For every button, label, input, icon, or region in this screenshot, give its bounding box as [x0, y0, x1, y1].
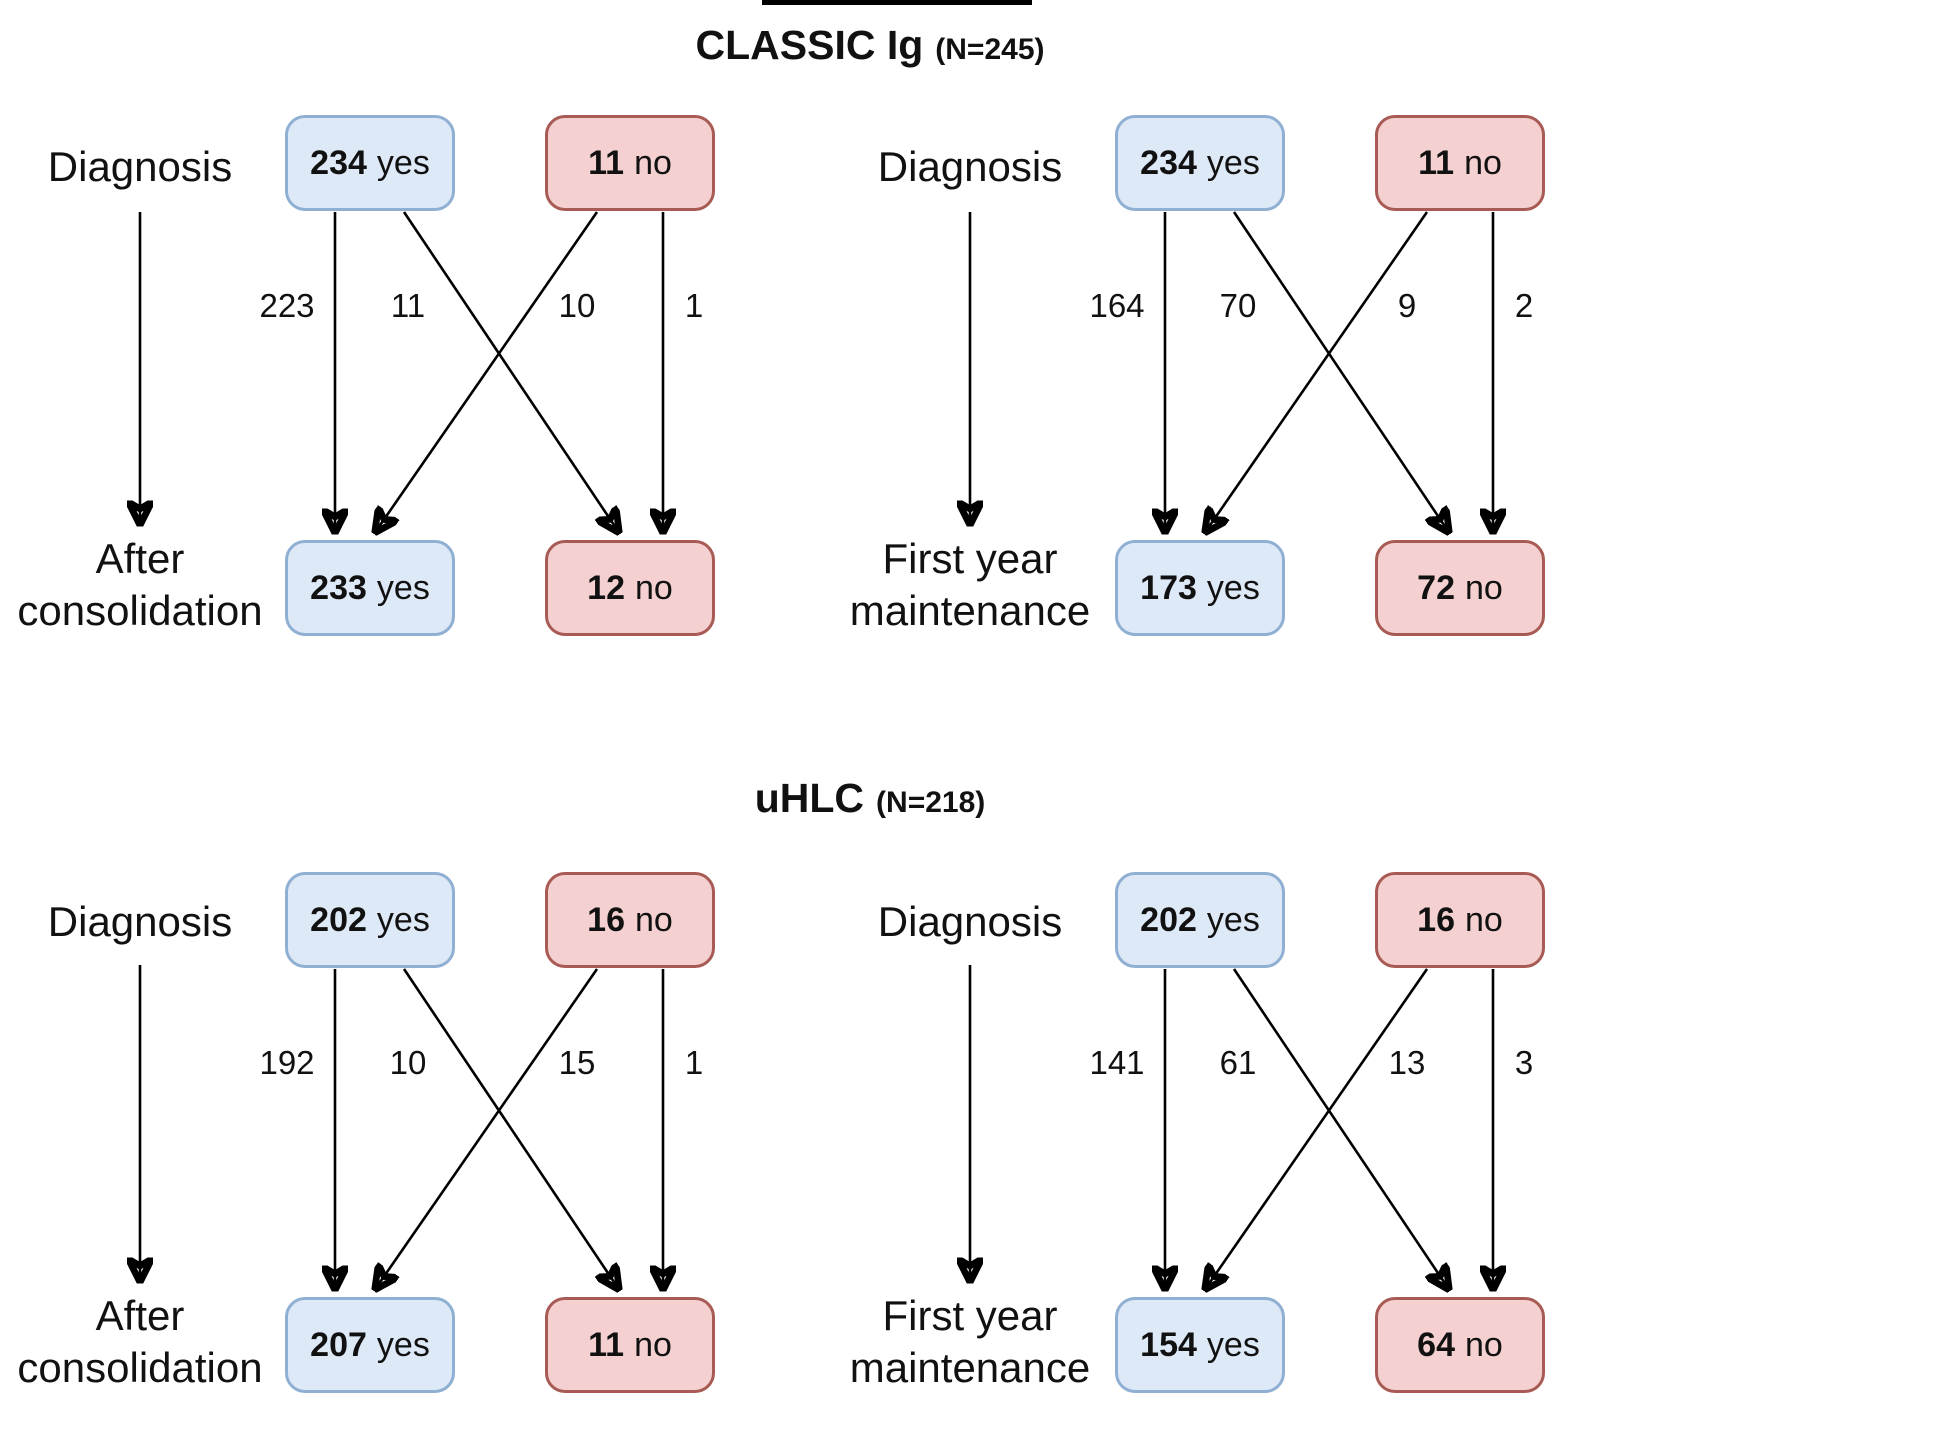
stage-label-diagnosis: Diagnosis	[47, 898, 233, 945]
box-count: 11	[588, 1325, 625, 1364]
flow-count-yes-to-yes: 223	[259, 287, 315, 324]
box-count: 11	[1418, 143, 1455, 182]
box-suffix: yes	[376, 1325, 430, 1364]
box-suffix: no	[1464, 143, 1502, 182]
box-count: 202	[1140, 900, 1197, 939]
stage-label-line1: First year	[882, 1292, 1058, 1339]
section-title-uhlc: uHLC (N=218)	[0, 775, 1740, 822]
flow-count-yes-to-yes: 141	[1089, 1044, 1145, 1081]
box-count: 154	[1140, 1325, 1197, 1364]
flow-count-yes-to-yes: 192	[259, 1044, 315, 1081]
box-suffix: yes	[1206, 900, 1260, 939]
box-after-consolidation-no: 12 no	[545, 540, 715, 636]
box-first-year-no: 72 no	[1375, 540, 1545, 636]
arrow-no-to-yes	[376, 211, 599, 531]
box-suffix: no	[635, 900, 673, 939]
box-diagnosis-no: 16 no	[545, 872, 715, 968]
stage-label-first-year-maintenance: First year maintenance	[830, 1290, 1110, 1394]
box-suffix: yes	[1206, 568, 1260, 607]
stage-label-line2: consolidation	[17, 1344, 263, 1392]
flow-count-no-to-yes: 15	[558, 1044, 596, 1081]
box-count: 173	[1140, 568, 1197, 607]
arrow-no-to-yes	[376, 968, 599, 1288]
box-suffix: yes	[376, 568, 430, 607]
arrow-no-to-yes	[1206, 211, 1429, 531]
stage-label-after-consolidation: After consolidation	[0, 1290, 280, 1394]
box-suffix: yes	[1206, 143, 1260, 182]
box-count: 64	[1417, 1325, 1455, 1364]
box-count: 234	[1140, 143, 1197, 182]
stage-label-line1: After	[95, 535, 185, 582]
flow-count-no-to-no: 1	[684, 1044, 704, 1081]
arrow-yes-to-no	[1232, 968, 1448, 1288]
box-count: 207	[310, 1325, 367, 1364]
box-diagnosis-no: 16 no	[1375, 872, 1545, 968]
box-count: 202	[310, 900, 367, 939]
section-title-text: uHLC	[754, 775, 865, 821]
flow-count-yes-to-no: 10	[389, 1044, 427, 1081]
stage-label-line1: After	[95, 1292, 185, 1339]
flow-count-no-to-yes: 10	[558, 287, 596, 324]
flow-count-no-to-no: 2	[1514, 287, 1534, 324]
box-suffix: no	[634, 1325, 672, 1364]
box-count: 233	[310, 568, 367, 607]
box-count: 12	[587, 568, 625, 607]
box-first-year-no: 64 no	[1375, 1297, 1545, 1393]
flow-count-yes-to-no: 70	[1219, 287, 1257, 324]
arrow-yes-to-no	[402, 211, 618, 531]
stage-label-line2: maintenance	[849, 1344, 1091, 1392]
stage-label-diagnosis: Diagnosis	[877, 143, 1063, 190]
stage-label-diagnosis: Diagnosis	[877, 898, 1063, 945]
arrow-yes-to-no	[402, 968, 618, 1288]
section-title-n: (N=245)	[935, 33, 1045, 66]
section-title-classic-ig: CLASSIC Ig (N=245)	[0, 22, 1740, 69]
box-suffix: yes	[1206, 1325, 1260, 1364]
section-title-text: CLASSIC Ig	[695, 22, 924, 68]
flow-count-no-to-yes: 9	[1397, 287, 1417, 324]
box-count: 234	[310, 143, 367, 182]
box-count: 11	[588, 143, 625, 182]
stage-label-line2: maintenance	[849, 587, 1091, 635]
stage-label-after-consolidation: After consolidation	[0, 533, 280, 637]
box-suffix: no	[1465, 568, 1503, 607]
arrow-no-to-yes	[1206, 968, 1429, 1288]
flow-count-yes-to-no: 61	[1219, 1044, 1257, 1081]
section-title-n: (N=218)	[876, 786, 986, 819]
stage-label-first-year-maintenance: First year maintenance	[830, 533, 1110, 637]
box-count: 16	[1417, 900, 1455, 939]
box-suffix: no	[634, 143, 672, 182]
flow-count-no-to-yes: 13	[1388, 1044, 1426, 1081]
flow-count-yes-to-yes: 164	[1089, 287, 1145, 324]
arrow-yes-to-no	[1232, 211, 1448, 531]
box-count: 16	[587, 900, 625, 939]
box-suffix: no	[1465, 900, 1503, 939]
stage-label-line2: consolidation	[17, 587, 263, 635]
flow-count-no-to-no: 1	[684, 287, 704, 324]
box-suffix: yes	[376, 900, 430, 939]
box-count: 72	[1417, 568, 1455, 607]
box-suffix: yes	[376, 143, 430, 182]
stage-label-line1: First year	[882, 535, 1058, 582]
cropped-border-artifact	[762, 0, 1032, 5]
flow-count-yes-to-no: 11	[390, 287, 426, 324]
stage-label-diagnosis: Diagnosis	[47, 143, 233, 190]
flow-count-no-to-no: 3	[1514, 1044, 1534, 1081]
box-suffix: no	[1465, 1325, 1503, 1364]
box-suffix: no	[635, 568, 673, 607]
